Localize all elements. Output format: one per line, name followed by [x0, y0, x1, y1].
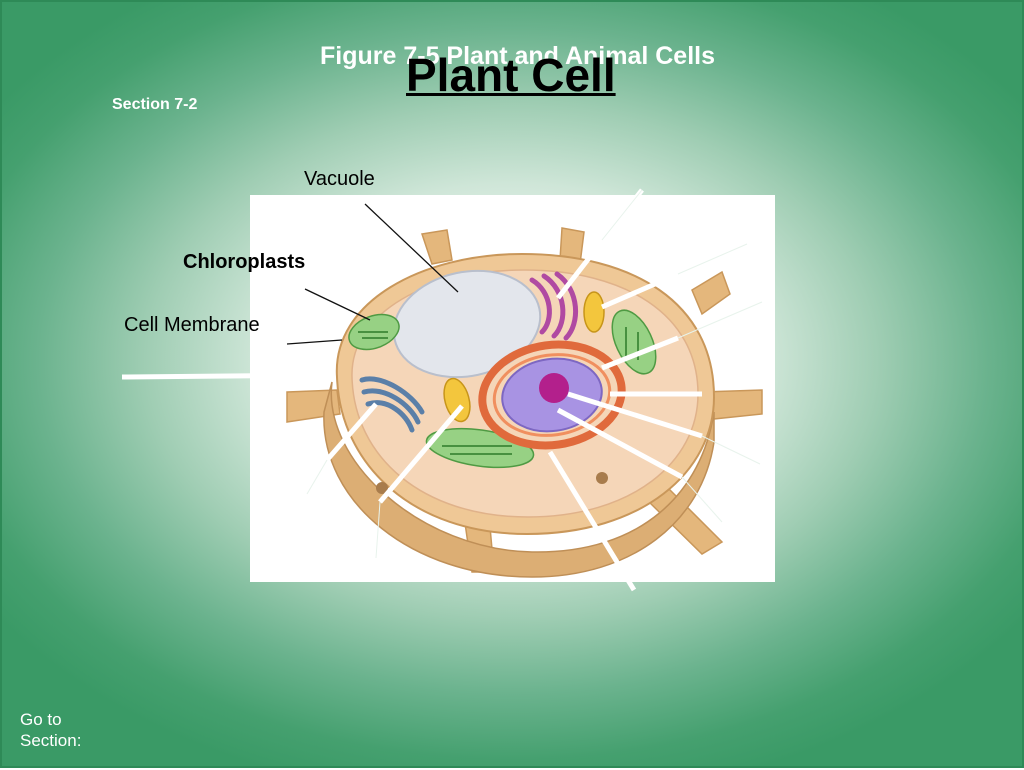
- label-chloroplasts: Chloroplasts: [183, 251, 306, 273]
- faint-pointer-lines: [306, 189, 763, 559]
- rough-er: [478, 340, 626, 450]
- golgi-apparatus: [529, 271, 579, 341]
- mitochondria: [443, 291, 605, 423]
- wall-pits: [376, 472, 608, 494]
- vacuole: [392, 269, 542, 379]
- smooth-er: [359, 376, 425, 433]
- section-number: Section 7-2: [112, 96, 198, 113]
- label-cell-membrane: Cell Membrane: [124, 314, 260, 336]
- label-lines: [286, 203, 459, 345]
- rough-er-inner: [492, 353, 612, 437]
- slide-heading: Plant Cell: [406, 49, 616, 101]
- nucleolus: [539, 373, 569, 403]
- label-vacuole: Vacuole: [304, 168, 375, 190]
- chloroplast-grana: [358, 327, 639, 455]
- go-to-section-link[interactable]: Go to Section:: [20, 710, 82, 750]
- figure-title: Figure 7-5 Plant and Animal Cells: [320, 42, 715, 70]
